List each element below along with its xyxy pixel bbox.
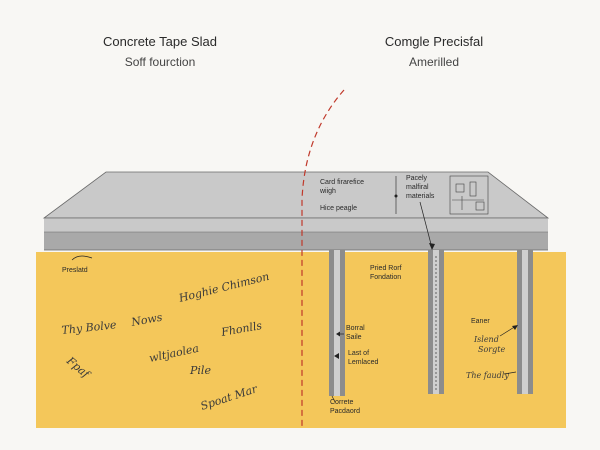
handwritten-thy-bolve: Thy Bolve: [61, 318, 118, 337]
right-subtitle: Amerilled: [409, 55, 459, 69]
handwritten-nows: Nows: [129, 311, 163, 329]
slab-dimension-dot: [394, 194, 398, 198]
label-fondation: Fondation: [370, 274, 401, 281]
pile-middle: [428, 250, 444, 394]
label-correte: Correte: [330, 399, 353, 406]
slab-label-hice: Hice peagle: [320, 205, 357, 212]
slab-top-face: [42, 171, 550, 219]
handwritten-the-faudly: The faudly: [466, 371, 509, 380]
slab-label-card: Card firarefice: [320, 179, 364, 186]
schematic-inset: [449, 175, 489, 215]
label-saile: Saile: [346, 334, 362, 341]
last-arrowhead: [334, 353, 339, 359]
pile-right: [517, 250, 533, 394]
correte-arrow: [331, 395, 336, 403]
left-subtitle: Soff fourction: [125, 55, 196, 69]
handwritten-pile: Pile: [189, 364, 211, 377]
islend-arrowhead: [512, 325, 518, 330]
label-eaner: Eaner: [471, 318, 490, 325]
materials-arrow: [419, 201, 433, 249]
slab-label-wiigh: wiigh: [319, 188, 336, 195]
handwritten-islend: Islend: [473, 335, 499, 344]
materials-arrowhead: [429, 243, 435, 250]
label-last-of: Last of: [348, 350, 369, 357]
slab-label-pacely: Pacely: [406, 175, 428, 182]
borral-arrowhead: [336, 331, 340, 337]
label-lemlaced: Lemlaced: [348, 359, 378, 366]
slab-label-materials: materials: [406, 193, 435, 200]
label-pacdaord: Pacdaord: [330, 408, 360, 415]
preslatd-arrow: [71, 255, 93, 261]
faudly-arrow: [503, 371, 517, 375]
pile-left: [329, 250, 345, 396]
label-pried-rorf: Pried Rorf: [370, 265, 402, 272]
slab-label-malfiral: malfiral: [406, 184, 429, 191]
handwritten-sorgte: Sorgte: [478, 345, 505, 354]
slab-front-band-lower: [44, 232, 548, 250]
right-title: Comgle Precisfal: [385, 34, 483, 49]
left-title: Concrete Tape Slad: [103, 34, 217, 49]
soil-block: [36, 252, 566, 428]
label-preslatd: Preslatd: [62, 267, 88, 274]
section-divider: [301, 89, 345, 428]
slab-front-band-upper: [44, 218, 548, 232]
label-borral: Borral: [346, 325, 365, 332]
